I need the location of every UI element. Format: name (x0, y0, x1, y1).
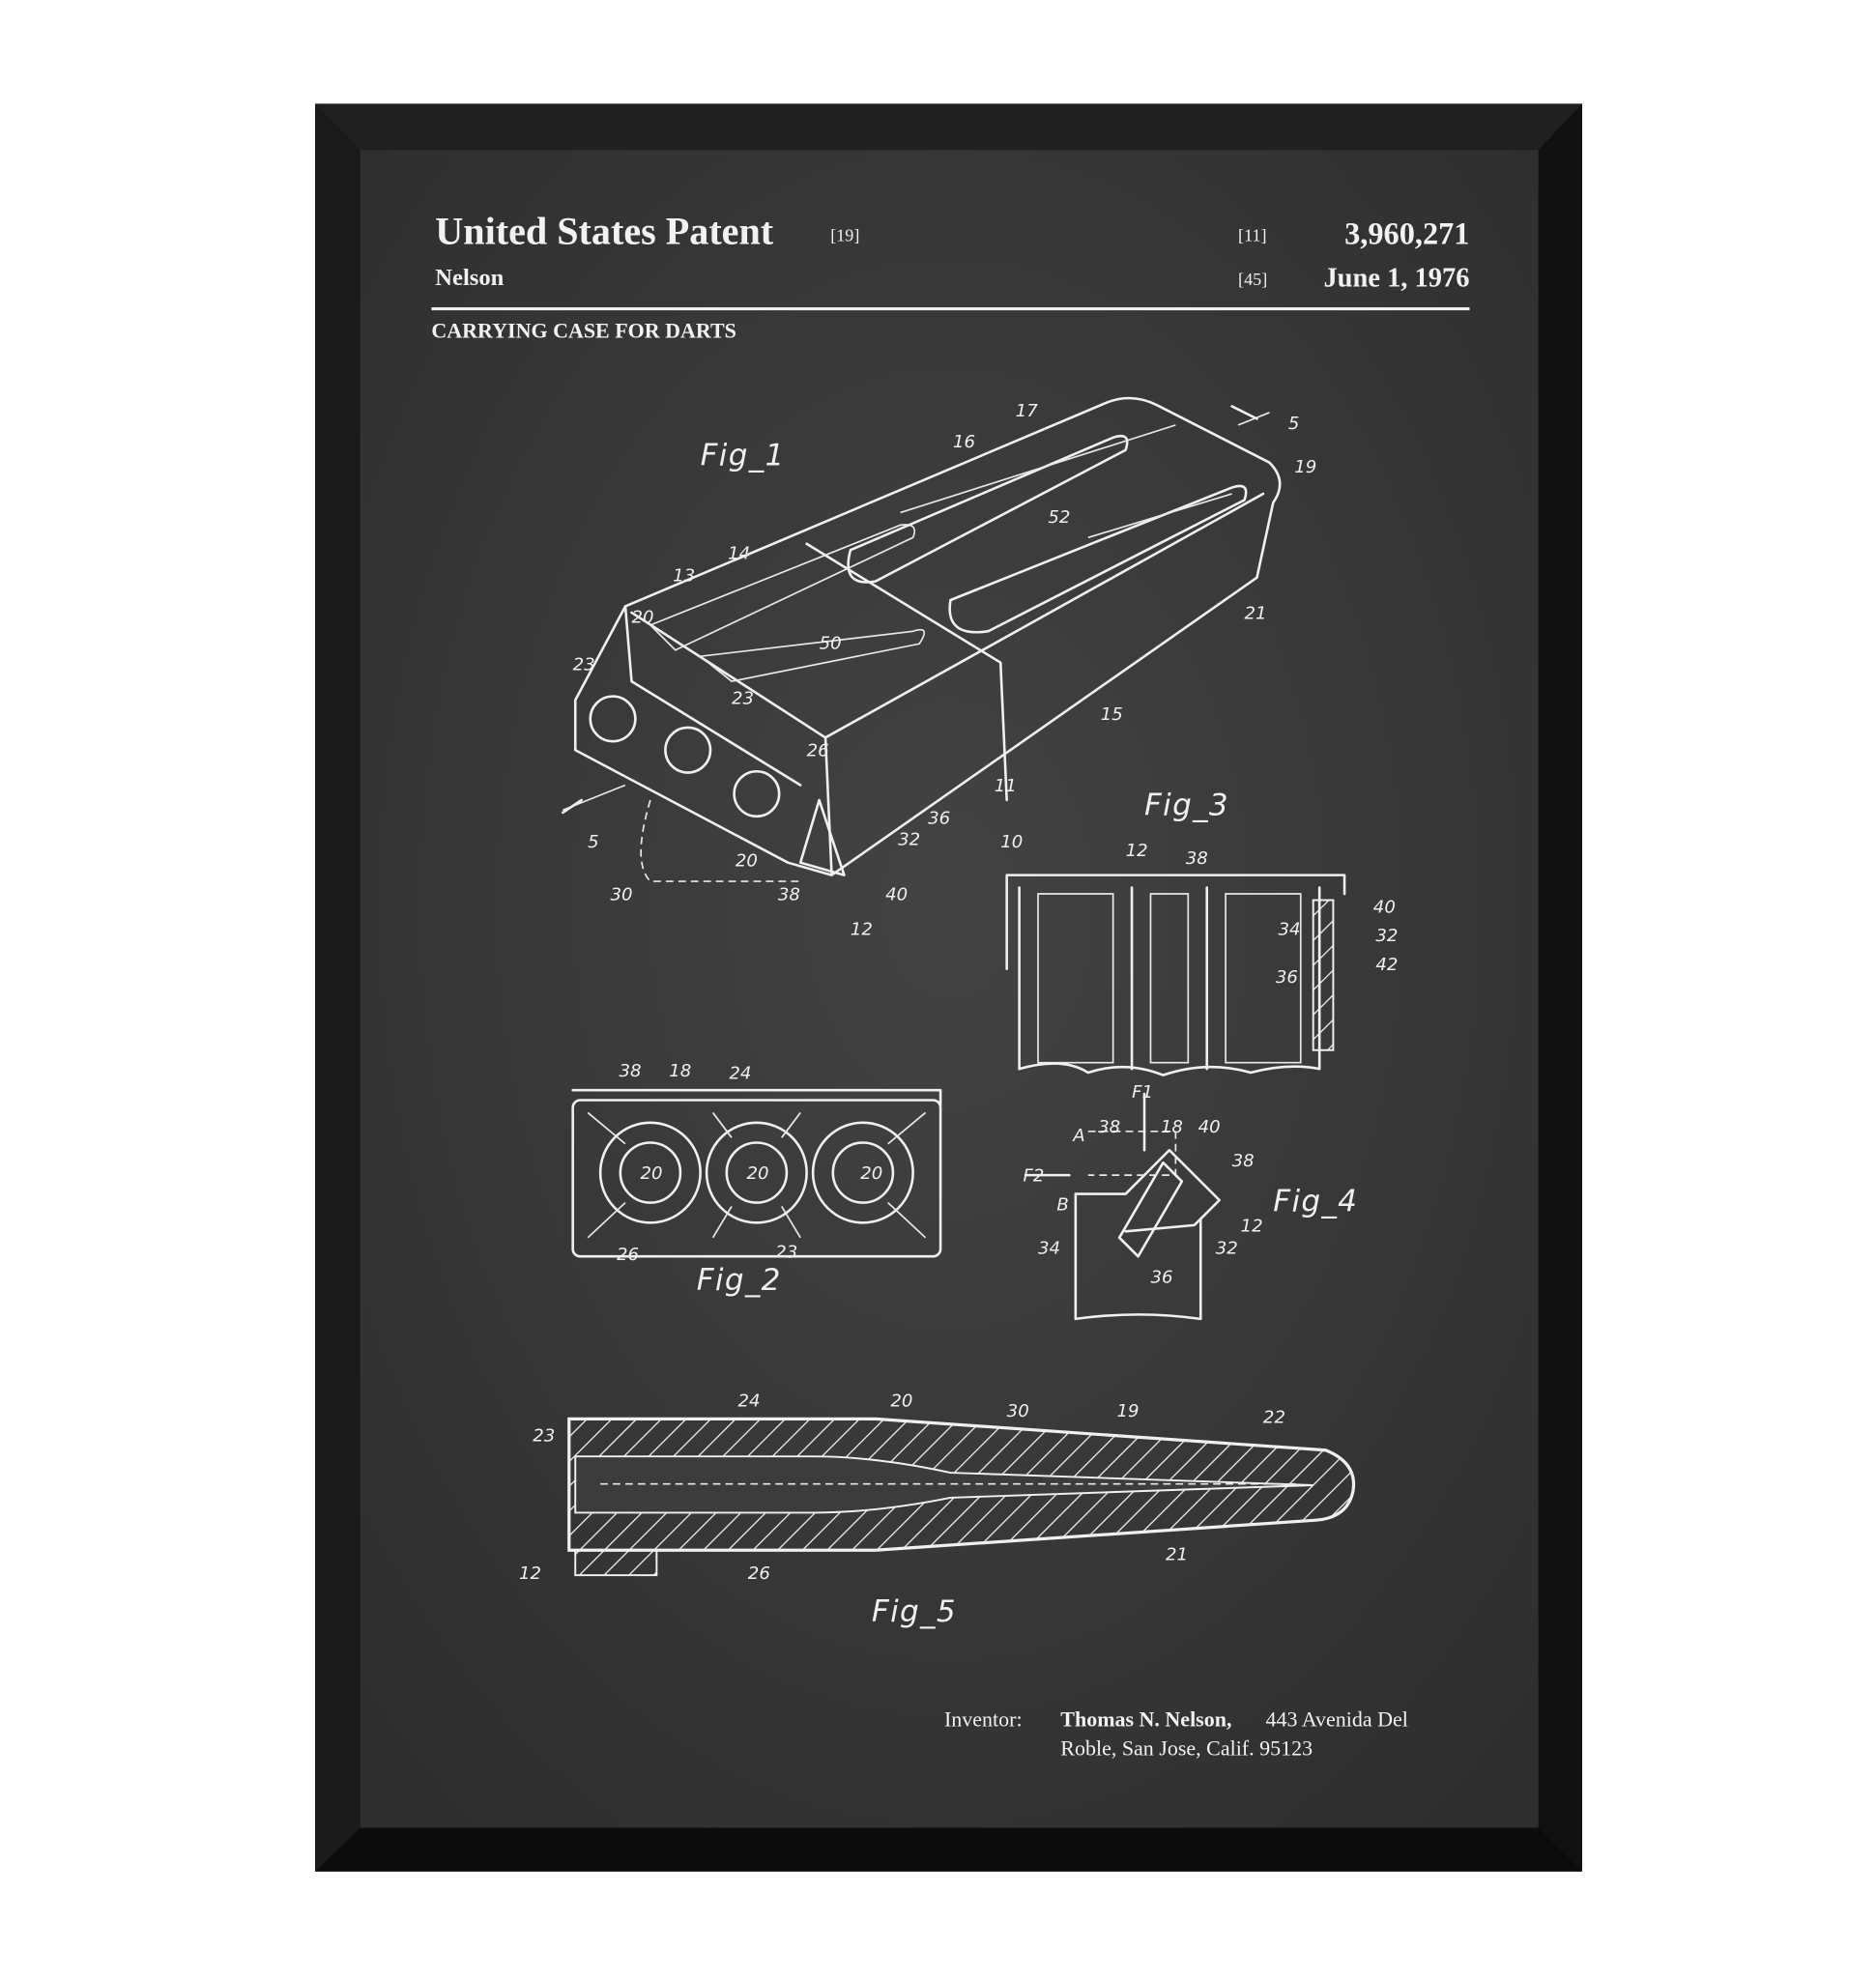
fig1-reference-numeral: 52 (1048, 507, 1070, 528)
fig1-reference-numeral: 10 (1000, 832, 1023, 852)
fig5-reference-numeral: 19 (1117, 1401, 1140, 1421)
fig1-reference-numeral: 20 (631, 607, 653, 627)
fig1-reference-numeral: 12 (851, 920, 873, 940)
fig3-reference-numeral: 40 (1373, 897, 1396, 917)
patent-header: United States Patent [19] Nelson [11] 3,… (431, 209, 1470, 342)
fig1-reference-numeral: 23 (732, 688, 754, 708)
fig4-reference-numeral: 36 (1150, 1267, 1172, 1287)
inventor-address-line2: Roble, San Jose, Calif. 95123 (1060, 1735, 1313, 1760)
fig3-reference-numeral: 42 (1375, 955, 1398, 975)
fig1-reference-numeral: 19 (1294, 457, 1316, 477)
fig1-reference-numeral: 30 (610, 884, 632, 904)
figure-4-drawing (1024, 1092, 1221, 1321)
fig1-reference-numeral: 23 (573, 654, 595, 674)
figure-4-label: Fig_4 (1273, 1185, 1358, 1219)
fig3-reference-numeral: 32 (1375, 926, 1398, 946)
fig4-reference-numeral: 38 (1232, 1151, 1255, 1171)
fig4-reference-numeral: A (1072, 1126, 1084, 1146)
figure-5-drawing (567, 1417, 1356, 1577)
figure-1-drawing (562, 396, 1282, 882)
fig5-reference-numeral: 30 (1007, 1401, 1029, 1421)
fig4-reference-numeral: B (1056, 1194, 1068, 1215)
fig1-reference-numeral: 40 (885, 884, 908, 904)
inventor-label: Inventor: (944, 1707, 1023, 1732)
fig5-reference-numeral: 24 (737, 1391, 760, 1411)
figure-5-label: Fig_5 (872, 1594, 957, 1629)
inventor-block: Inventor: Thomas N. Nelson, 443 Avenida … (944, 1707, 1408, 1761)
fig5-reference-numeral: 23 (533, 1426, 555, 1447)
fig2-reference-numeral: 24 (729, 1064, 751, 1084)
fig3-reference-numeral: 36 (1276, 967, 1298, 988)
figure-3-drawing (1005, 874, 1346, 1076)
reference-numerals: 17 16 5 19 52 14 13 21 20 50 23 23 15 26 11 36 5 32 10 20 38… (519, 401, 1398, 1584)
fig1-reference-numeral: 14 (728, 543, 750, 563)
fig2-reference-numeral: 20 (747, 1163, 769, 1184)
fig2-reference-numeral: 18 (669, 1061, 691, 1081)
fig5-reference-numeral: 26 (748, 1563, 770, 1584)
date-code: [45] (1238, 270, 1267, 289)
fig5-reference-numeral: 12 (519, 1563, 541, 1584)
fig1-reference-numeral: 21 (1245, 603, 1267, 623)
fig4-reference-numeral: 40 (1198, 1117, 1221, 1137)
fig2-reference-numeral: 20 (860, 1163, 882, 1184)
chalkboard-background (360, 150, 1539, 1828)
fig1-reference-numeral: 15 (1101, 704, 1123, 725)
figure-2-label: Fig_2 (697, 1263, 782, 1298)
figure-3-label: Fig_3 (1144, 789, 1229, 823)
inventor-name: Thomas N. Nelson, (1060, 1707, 1231, 1732)
fig1-reference-numeral: 13 (673, 566, 695, 587)
fig3-reference-numeral: 12 (1126, 841, 1148, 861)
inventor-surname: Nelson (435, 265, 504, 291)
fig4-reference-numeral: 38 (1098, 1117, 1120, 1137)
fig1-reference-numeral: 36 (928, 809, 950, 829)
fig5-reference-numeral: 20 (890, 1391, 912, 1411)
fig2-reference-numeral: 38 (620, 1061, 642, 1081)
fig1-reference-numeral: 11 (995, 776, 1017, 796)
fig2-reference-numeral: 23 (775, 1243, 797, 1263)
fig1-reference-numeral: 38 (778, 884, 800, 904)
fig4-reference-numeral: F2 (1023, 1166, 1044, 1187)
fig5-reference-numeral: 21 (1166, 1545, 1188, 1565)
fig1-reference-numeral: 32 (898, 830, 920, 850)
number-code: [11] (1238, 226, 1267, 245)
patent-title: United States Patent (435, 209, 773, 252)
patent-date: June 1, 1976 (1323, 263, 1469, 293)
fig1-reference-numeral: 17 (1016, 401, 1039, 421)
fig5-reference-numeral: 22 (1263, 1407, 1285, 1427)
invention-title: CARRYING CASE FOR DARTS (431, 318, 736, 342)
fig1-reference-numeral: 5 (1288, 414, 1300, 434)
patent-number: 3,960,271 (1344, 215, 1469, 250)
fig4-reference-numeral: 32 (1216, 1239, 1238, 1259)
inventor-address-line1: 443 Avenida Del (1266, 1707, 1408, 1732)
fig3-reference-numeral: 38 (1186, 848, 1208, 869)
fig1-reference-numeral: 5 (588, 832, 599, 852)
fig4-reference-numeral: 12 (1241, 1216, 1263, 1236)
fig4-reference-numeral: F1 (1132, 1082, 1153, 1103)
figure-1-label: Fig_1 (701, 438, 786, 473)
figure-2-drawing (571, 1088, 942, 1258)
fig4-reference-numeral: 34 (1038, 1239, 1060, 1259)
fig2-reference-numeral: 20 (641, 1163, 663, 1184)
fig3-reference-numeral: 34 (1278, 920, 1300, 940)
fig1-reference-numeral: 50 (820, 633, 842, 653)
fig2-reference-numeral: 26 (617, 1245, 639, 1265)
fig1-reference-numeral: 26 (807, 741, 829, 761)
title-code: [19] (830, 226, 859, 245)
fig4-reference-numeral: 18 (1161, 1117, 1183, 1137)
fig1-reference-numeral: 16 (953, 432, 975, 452)
fig1-reference-numeral: 20 (736, 851, 758, 872)
